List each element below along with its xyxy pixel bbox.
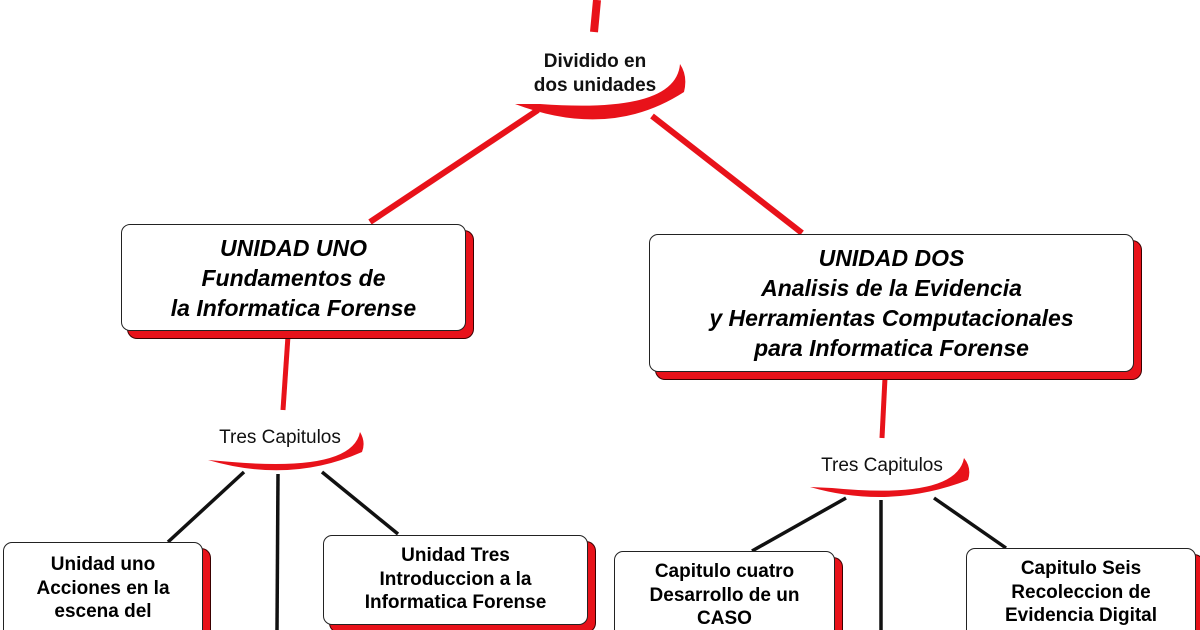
chapter-seis-line-2: Recoleccion de xyxy=(1011,581,1151,603)
unit-dos-line-4: para Informatica Forense xyxy=(754,335,1029,361)
connector-uno-chapter-left xyxy=(166,470,246,544)
unit-uno-line-2: Fundamentos de xyxy=(201,265,386,291)
connector-uno-chapter-right xyxy=(320,470,400,536)
connector-dos-chapter-right xyxy=(933,496,1007,550)
unit-uno-subheader: Tres Capitulos xyxy=(219,427,341,448)
connector-split-to-unit-dos xyxy=(650,113,804,236)
connector-uno-chapter-middle xyxy=(275,473,280,630)
unit-uno-line-3: la Informatica Forense xyxy=(170,295,417,321)
chapter-box-unidad-uno[interactable]: Unidad uno Acciones en la escena del xyxy=(3,542,203,630)
unit-dos-subheader: Tres Capitulos xyxy=(821,455,943,476)
connector-top-stub xyxy=(590,0,601,33)
connector-unit-uno-to-subheader xyxy=(280,335,291,411)
chapter-uno-line-2: Acciones en la xyxy=(36,577,170,599)
connector-split-to-unit-uno xyxy=(368,107,540,225)
connector-unit-dos-to-subheader xyxy=(879,377,888,439)
root-split-label: Dividido en dos unidades xyxy=(500,50,690,98)
unit-uno-line-1: UNIDAD UNO xyxy=(220,235,367,261)
chapter-uno-line-1: Unidad uno xyxy=(50,554,156,575)
unit-dos-box[interactable]: UNIDAD DOS Analisis de la Evidencia y He… xyxy=(649,234,1134,372)
chapter-box-unidad-tres[interactable]: Unidad Tres Introduccion a la Informatic… xyxy=(323,535,588,625)
unit-dos-line-2: Analisis de la Evidencia xyxy=(761,275,1022,301)
chapter-tres-line-3: Informatica Forense xyxy=(364,592,547,613)
chapter-cuatro-line-3: CASO xyxy=(697,608,752,629)
unit-dos-line-3: y Herramientas Computacionales xyxy=(709,305,1074,331)
connector-dos-chapter-left xyxy=(751,496,847,553)
arc-subheader-uno xyxy=(208,432,364,471)
unit-uno-box[interactable]: UNIDAD UNO Fundamentos de la Informatica… xyxy=(121,224,466,331)
chapter-tres-line-1: Unidad Tres xyxy=(401,545,510,566)
chapter-box-capitulo-seis[interactable]: Capitulo Seis Recoleccion de Evidencia D… xyxy=(966,548,1196,630)
root-split-line-2: dos unidades xyxy=(533,75,657,96)
arc-root-split xyxy=(515,64,686,120)
root-split-line-1: Dividido en xyxy=(543,51,647,72)
chapter-uno-line-3: escena del xyxy=(54,601,152,622)
chapter-tres-line-2: Introduccion a la xyxy=(379,568,532,590)
chapter-cuatro-line-1: Capitulo cuatro xyxy=(654,561,795,582)
chapter-seis-line-3: Evidencia Digital xyxy=(1004,605,1158,626)
unit-dos-line-1: UNIDAD DOS xyxy=(818,245,965,271)
chapter-cuatro-line-2: Desarrollo de un xyxy=(649,584,800,606)
chapter-seis-line-1: Capitulo Seis xyxy=(1020,558,1142,579)
arc-subheader-dos xyxy=(810,458,970,497)
chapter-box-capitulo-cuatro[interactable]: Capitulo cuatro Desarrollo de un CASO xyxy=(614,551,835,630)
